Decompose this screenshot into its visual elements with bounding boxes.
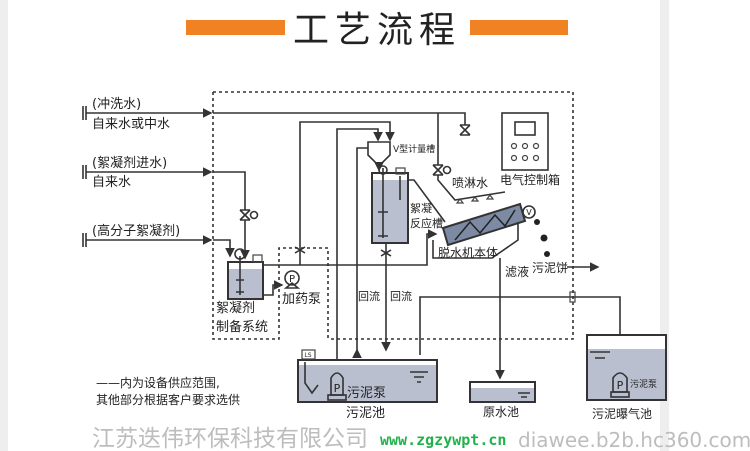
svg-text:V: V: [526, 208, 532, 217]
watermark-company: 江苏迭伟环保科技有限公司: [92, 426, 368, 451]
title-bar-left: [186, 20, 285, 35]
sludge-tank-label: 污泥池: [346, 406, 385, 421]
prep-label-1: 絮凝剂: [216, 300, 255, 316]
prep-scope-boundary: [212, 92, 329, 340]
input-label-bottom: 自来水: [92, 175, 131, 190]
flush-water-line: [213, 112, 466, 125]
dewater-label: 脱水机本体: [438, 245, 498, 260]
input-label-top: (冲洗水): [92, 97, 141, 112]
left-margin-band: [0, 0, 8, 451]
filtrate-label: 滤液: [505, 264, 529, 279]
input-polymer: (高分子絮凝剂): [82, 223, 213, 247]
input-label-top: (絮凝剂进水): [92, 155, 167, 171]
input-label-bottom: 自来水或中水: [92, 117, 170, 132]
sludge-tank: LS P: [297, 349, 438, 403]
legend-line-2: 其他部分根据客户要求选供: [96, 392, 240, 407]
valve-icon: [239, 209, 251, 221]
dosing-pump-label: 加药泵: [282, 292, 321, 307]
svg-text:P: P: [289, 274, 295, 285]
v-metering-tank: [367, 141, 391, 164]
title-bar-right: [470, 20, 568, 35]
spray-water-label: 喷淋水: [452, 176, 488, 190]
feed-line-to-dewater: [263, 229, 438, 266]
legend-line-1: ——内为设备供应范围,: [96, 375, 220, 390]
watermark-url-green: www.zgzywpt.cn: [380, 431, 506, 449]
reaction-tank-label-1: 絮凝: [410, 201, 432, 215]
valve-actuator-icon: [249, 210, 259, 220]
spray-nozzle-icons: [455, 194, 495, 204]
v-tank-label: V型计量槽: [393, 143, 435, 155]
sludge-aeration-tank: P: [586, 334, 667, 401]
raw-tank-label: 原水池: [483, 405, 519, 419]
polymer-feed-line: [299, 121, 395, 265]
return-label-2: 回流: [390, 289, 412, 303]
flocculant-prep-tank: [227, 248, 264, 300]
raw-water-tank: [469, 381, 536, 403]
supply-scope-boundary: [213, 91, 574, 340]
sludge-cake-dot: [540, 234, 548, 242]
aeration-tank-label: 污泥曝气池: [592, 406, 652, 421]
aeration-pump-label: 污泥泵: [630, 378, 657, 390]
flocculation-reaction-tank: [371, 165, 446, 244]
input-flush-water: (冲洗水) 自来水或中水: [82, 97, 213, 132]
page-title: 工艺流程: [293, 10, 461, 51]
reaction-tank-label-2: 反应槽: [410, 216, 443, 230]
spray-bar: [437, 175, 506, 201]
input-flocculant-water: (絮凝剂进水) 自来水: [82, 155, 213, 190]
watermark-url-gray: diawee.b2b.hc360.com: [518, 428, 750, 451]
svg-text:P: P: [334, 382, 341, 395]
valve-icon: [380, 249, 392, 257]
sludge-cake-label: 污泥饼: [532, 261, 568, 275]
right-margin-band: [660, 0, 669, 451]
dosing-pump-icon: P: [283, 270, 301, 289]
spray-valve-icon: [432, 164, 444, 176]
prep-label-2: 制备系统: [216, 319, 268, 335]
sludge-cake-dot: [544, 251, 550, 257]
valve-actuator-icon: [442, 165, 452, 175]
control-box-label: 电气控制箱: [500, 172, 560, 187]
dewatering-machine: V: [432, 202, 536, 259]
return-line-1: [352, 147, 368, 358]
sludge-feed-line: [336, 128, 383, 370]
valve-icon: [294, 246, 306, 254]
flocculant-water-line: [213, 171, 246, 210]
return-label-1: 回流: [358, 289, 380, 303]
svg-text:P: P: [617, 379, 624, 392]
sludge-pump-label: 污泥泵: [347, 386, 386, 401]
input-label-top: (高分子絮凝剂): [92, 223, 180, 239]
sludge-cake-dot: [534, 219, 540, 225]
electric-control-box[interactable]: [501, 112, 549, 171]
valve-icon: [459, 124, 471, 136]
svg-text:LS: LS: [304, 352, 311, 359]
